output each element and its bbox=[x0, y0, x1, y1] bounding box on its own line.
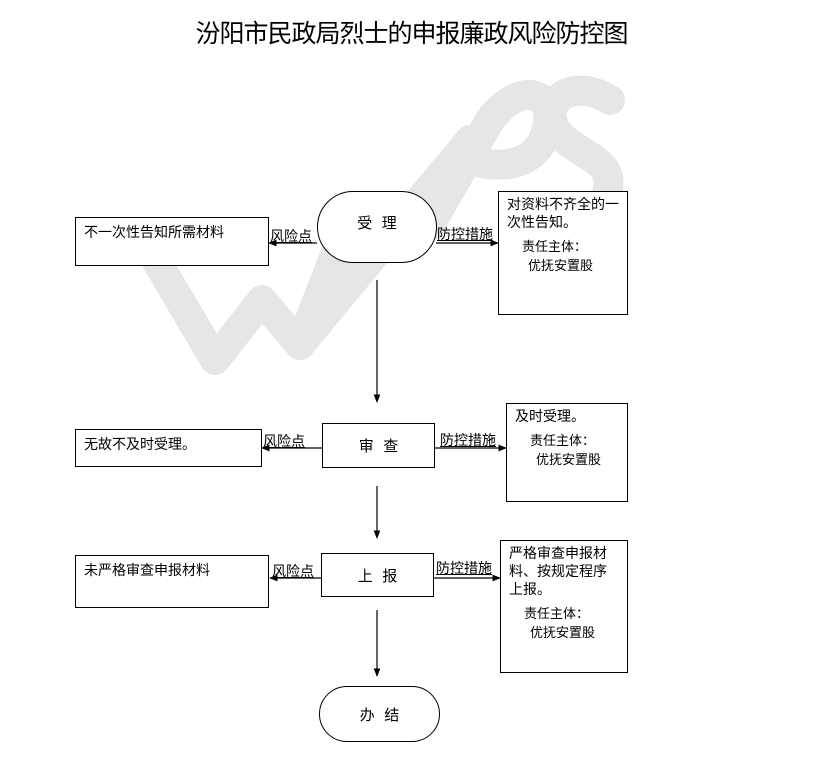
responsible-label-1: 责任主体： bbox=[522, 240, 588, 255]
measure-label-2: 防控措施 bbox=[440, 433, 496, 449]
measure-text-3: 严格审查申报材料、按规定程序上报。 bbox=[509, 546, 607, 598]
measure-text-2: 及时受理。 bbox=[515, 409, 585, 425]
node-review: 审 查 bbox=[322, 423, 435, 468]
measure-label-1: 防控措施 bbox=[437, 227, 493, 243]
responsible-1: 责任主体： 优抚安置股 bbox=[507, 238, 619, 276]
risk-text-3: 未严格审查申报材料 bbox=[84, 563, 210, 579]
risk-box-2: 无故不及时受理。 bbox=[75, 429, 262, 467]
responsible-unit-3: 优抚安置股 bbox=[530, 626, 596, 641]
responsible-unit-2: 优抚安置股 bbox=[536, 453, 602, 468]
node-finish: 办 结 bbox=[319, 686, 440, 742]
diagram-title: 汾阳市民政局烈士的申报廉政风险防控图 bbox=[195, 19, 628, 48]
risk-label-3: 风险点 bbox=[272, 564, 314, 580]
measure-text-1: 对资料不齐全的一次性告知。 bbox=[507, 197, 619, 231]
responsible-label-3: 责任主体： bbox=[524, 607, 590, 622]
responsible-unit-1: 优抚安置股 bbox=[528, 259, 594, 274]
node-accept: 受 理 bbox=[317, 191, 437, 263]
risk-label-1: 风险点 bbox=[270, 229, 312, 245]
node-report: 上 报 bbox=[321, 553, 434, 597]
risk-text-1: 不一次性告知所需材料 bbox=[84, 225, 224, 241]
responsible-label-2: 责任主体： bbox=[530, 434, 596, 449]
responsible-3: 责任主体： 优抚安置股 bbox=[509, 605, 619, 643]
responsible-2: 责任主体： 优抚安置股 bbox=[515, 432, 619, 470]
risk-box-1: 不一次性告知所需材料 bbox=[75, 217, 269, 266]
risk-label-2: 风险点 bbox=[263, 434, 305, 450]
measure-box-2: 及时受理。 责任主体： 优抚安置股 bbox=[506, 403, 628, 502]
measure-box-1: 对资料不齐全的一次性告知。 责任主体： 优抚安置股 bbox=[498, 191, 628, 315]
risk-box-3: 未严格审查申报材料 bbox=[75, 555, 269, 608]
measure-box-3: 严格审查申报材料、按规定程序上报。 责任主体： 优抚安置股 bbox=[500, 540, 628, 673]
measure-label-3: 防控措施 bbox=[436, 561, 492, 577]
risk-text-2: 无故不及时受理。 bbox=[84, 437, 196, 453]
